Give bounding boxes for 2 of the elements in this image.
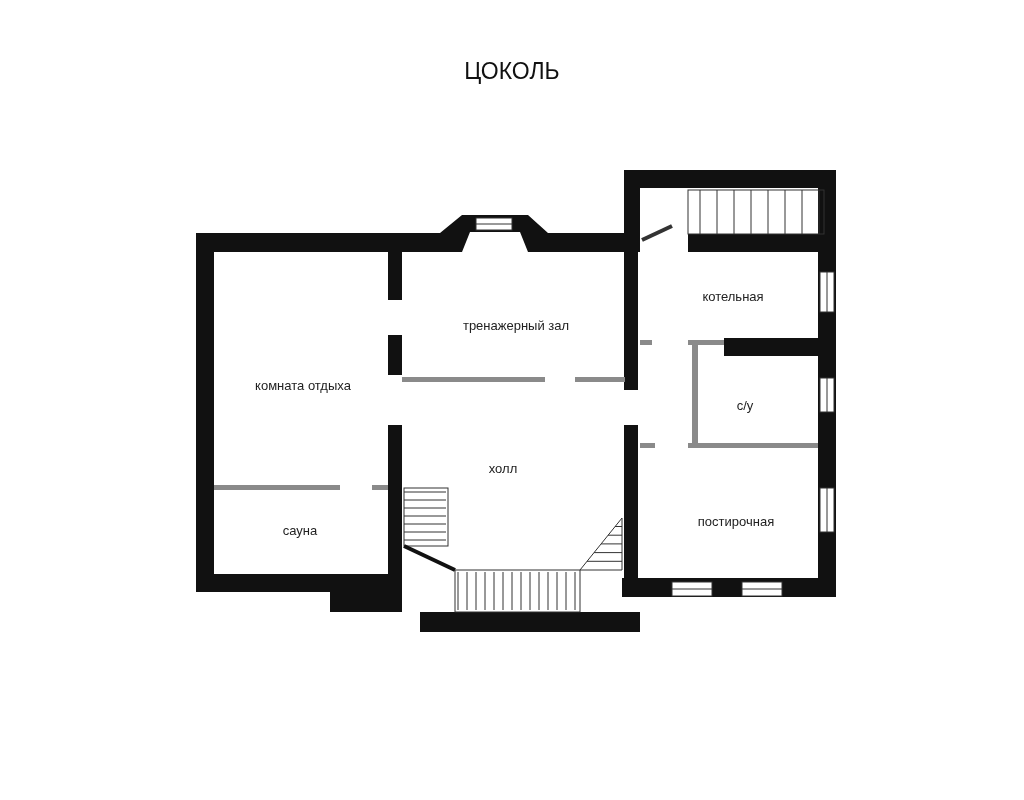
plan-title: ЦОКОЛЬ bbox=[463, 58, 561, 85]
room-label: тренажерный зал bbox=[460, 317, 572, 333]
